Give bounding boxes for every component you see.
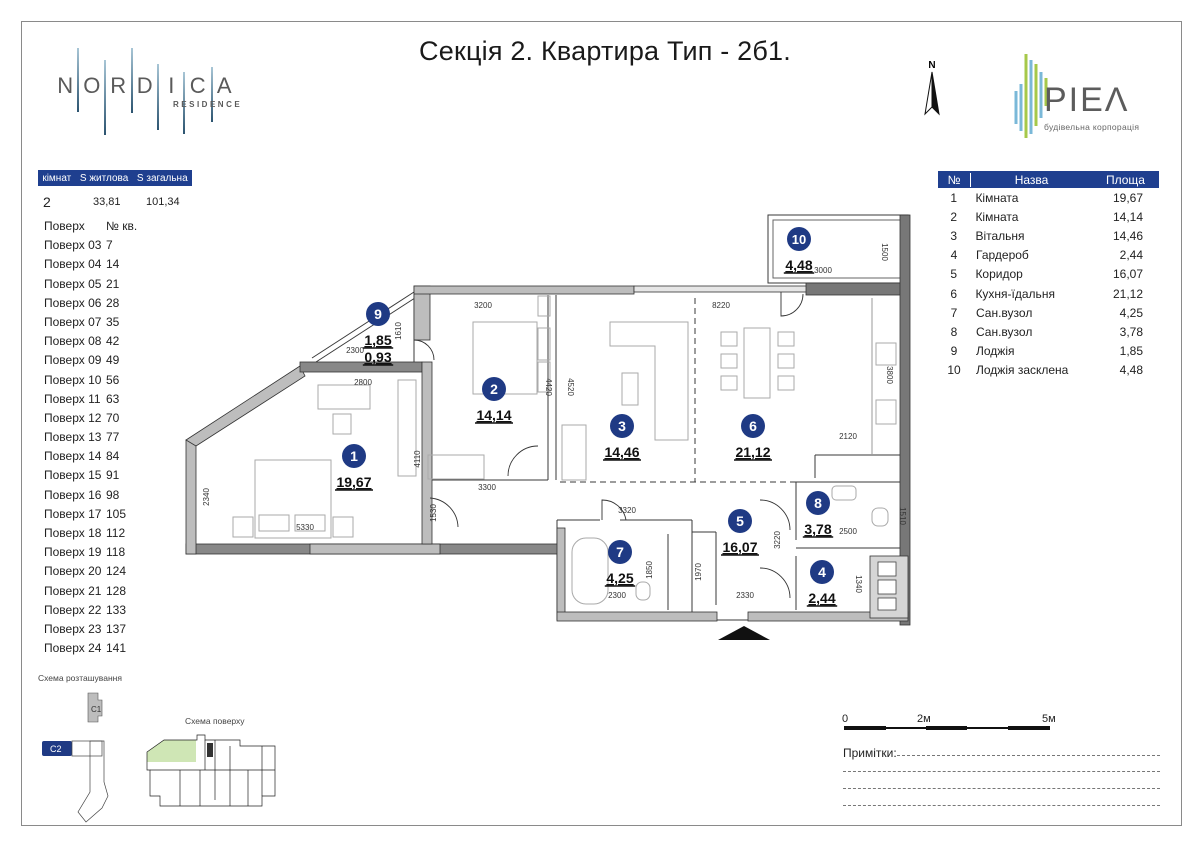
north-arrow-icon: N [918,58,946,123]
svg-text:N: N [928,60,935,71]
notes-line [843,771,1160,772]
living-area: 33,81 [93,196,121,208]
riel-subtitle: будівельна корпорація [1044,122,1140,132]
notes-line [843,805,1160,806]
notes-label: Примітки: [843,746,897,760]
total-area: 101,34 [146,196,180,208]
summary-header-living: S житлова [79,172,129,184]
floor-schema-label: Схема поверху [185,716,245,726]
nordica-subtitle: RESIDENCE [173,100,243,109]
page-frame [21,21,1182,826]
nordica-logo: N O R D I C A RESIDENCE [48,45,240,140]
notes-line [843,788,1160,789]
notes-line [897,755,1160,756]
location-schema-label: Схема розташування [38,673,122,683]
nordica-wordmark: N O R D I C A [57,73,232,98]
riel-logo: PIEΛ будівельна корпорація [1010,46,1160,141]
riel-stripes-icon [1014,54,1048,138]
summary-header-total: S загальна [136,172,188,184]
riel-wordmark: PIEΛ [1044,81,1130,119]
summary-header-rooms: кімнат [42,172,72,184]
rooms-table-header: № Назва Площа [938,171,1159,188]
page-title: Секція 2. Квартира Тип - 2б1. [419,36,791,66]
summary-header: кімнат S житлова S загальна [38,170,192,186]
rooms-count: 2 [43,194,51,210]
